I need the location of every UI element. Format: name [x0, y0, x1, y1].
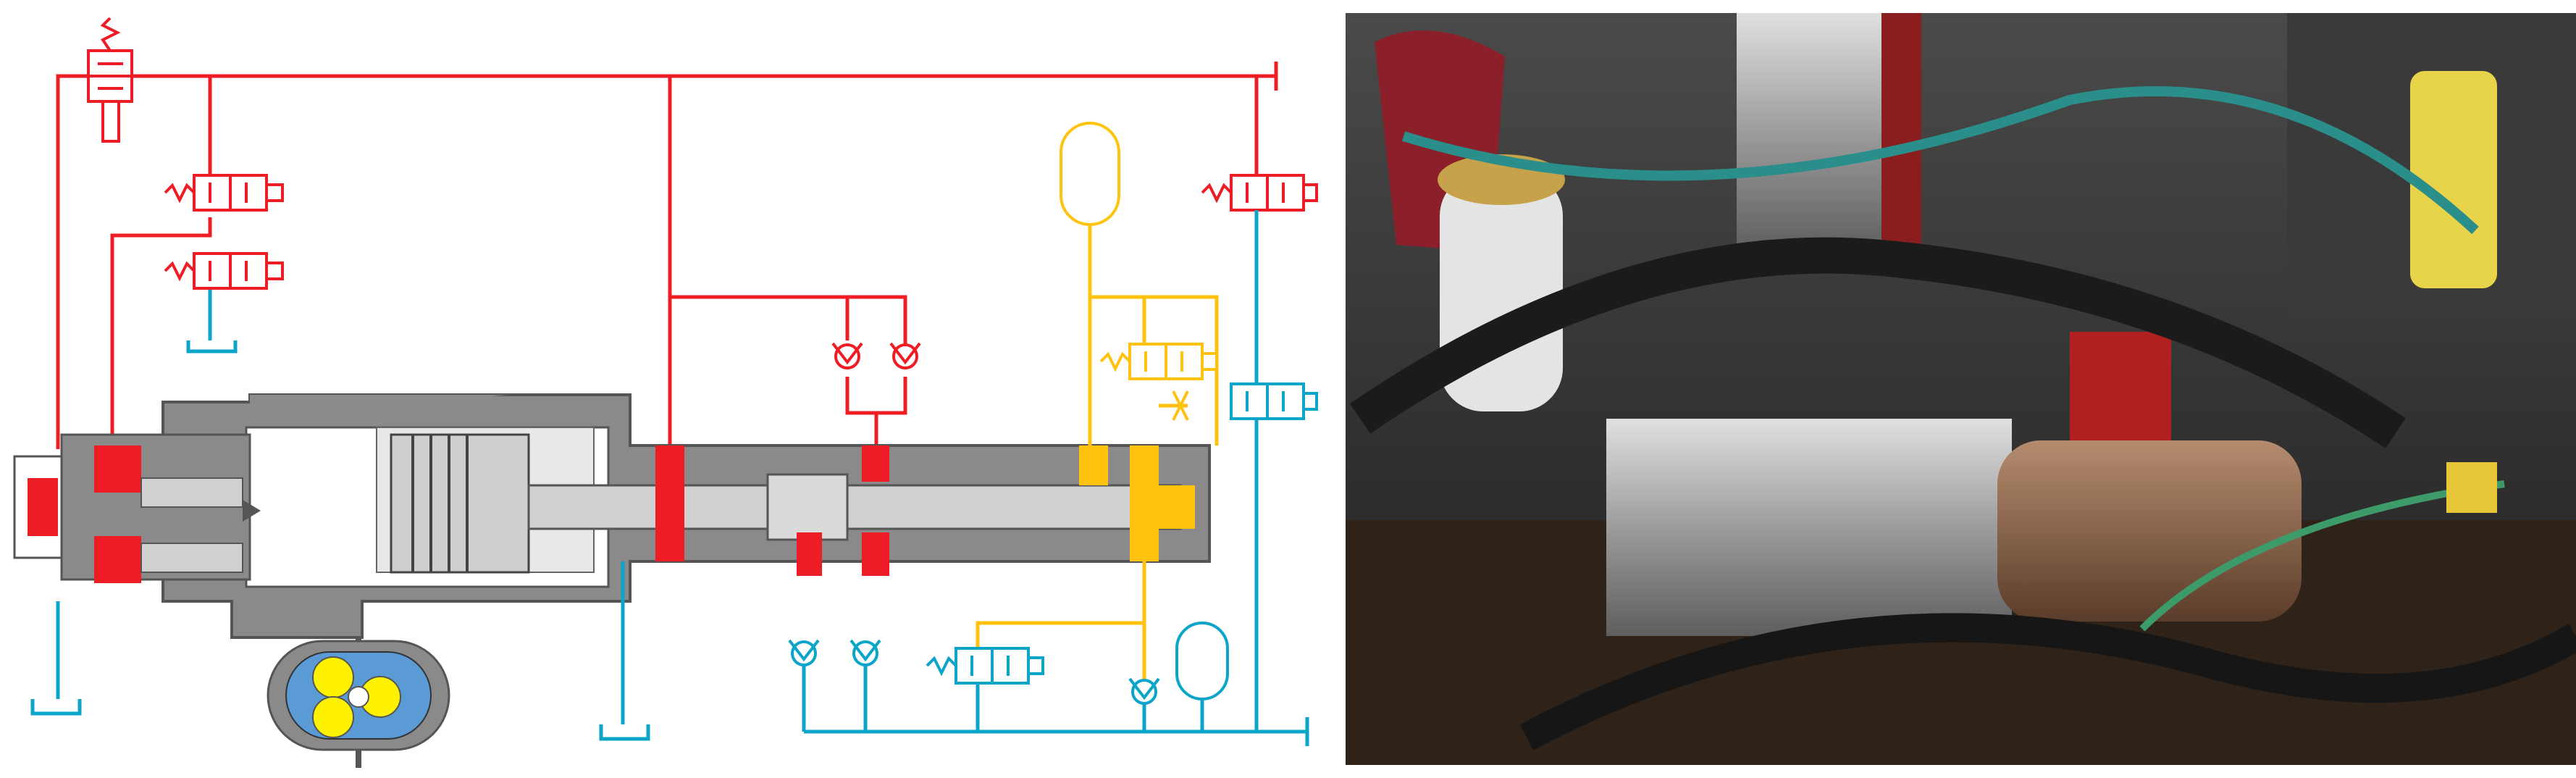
- hydraulic-schematic: [13, 17, 1318, 768]
- photo-green-tube: [2139, 480, 2505, 632]
- pressure-ports: [655, 446, 1195, 576]
- solenoid-valve-icon: [926, 647, 1044, 685]
- photo-yellow-cap: [2446, 462, 2497, 513]
- solenoid-valve-icon: [1201, 174, 1318, 212]
- check-valve-icon: [788, 639, 1160, 705]
- photo-green-hose: [1401, 86, 2479, 235]
- red-check-join: [845, 377, 907, 415]
- mid-pressure-circuit: [976, 225, 1219, 681]
- cylinder-housing: [13, 393, 1211, 639]
- throttle-icon: [1172, 390, 1189, 421]
- photo-yellow-bucket: [2410, 71, 2497, 288]
- check-valve-icon: [831, 342, 921, 369]
- red-check-loop: [670, 295, 907, 348]
- solenoid-valve-icon: [87, 17, 133, 143]
- low-pressure-circuit: [56, 210, 1309, 746]
- accumulator-icon: [1175, 622, 1229, 700]
- solenoid-valve-icon: [164, 252, 284, 290]
- photo-bronze-housing: [1997, 440, 2302, 622]
- photo-lower-hose: [1519, 613, 2576, 750]
- yellow-top-branch: [1090, 295, 1219, 446]
- photo-black-hose: [1349, 237, 2406, 448]
- rotor-pump-icon: [267, 637, 450, 768]
- test-rig-photo: [1346, 13, 2576, 765]
- solenoid-valve-icon: [164, 174, 284, 212]
- tank-symbol-icon: [30, 340, 650, 741]
- solenoid-valve-icon: [1099, 343, 1218, 380]
- yellow-to-blue-valve: [976, 621, 1144, 652]
- photo-pump-body: [1606, 419, 2012, 636]
- accumulator-icon: [1060, 122, 1120, 226]
- red-left-drop: [110, 217, 212, 460]
- photo-steel-pipe: [1737, 13, 1889, 252]
- solenoid-valve-icon: [1230, 382, 1318, 420]
